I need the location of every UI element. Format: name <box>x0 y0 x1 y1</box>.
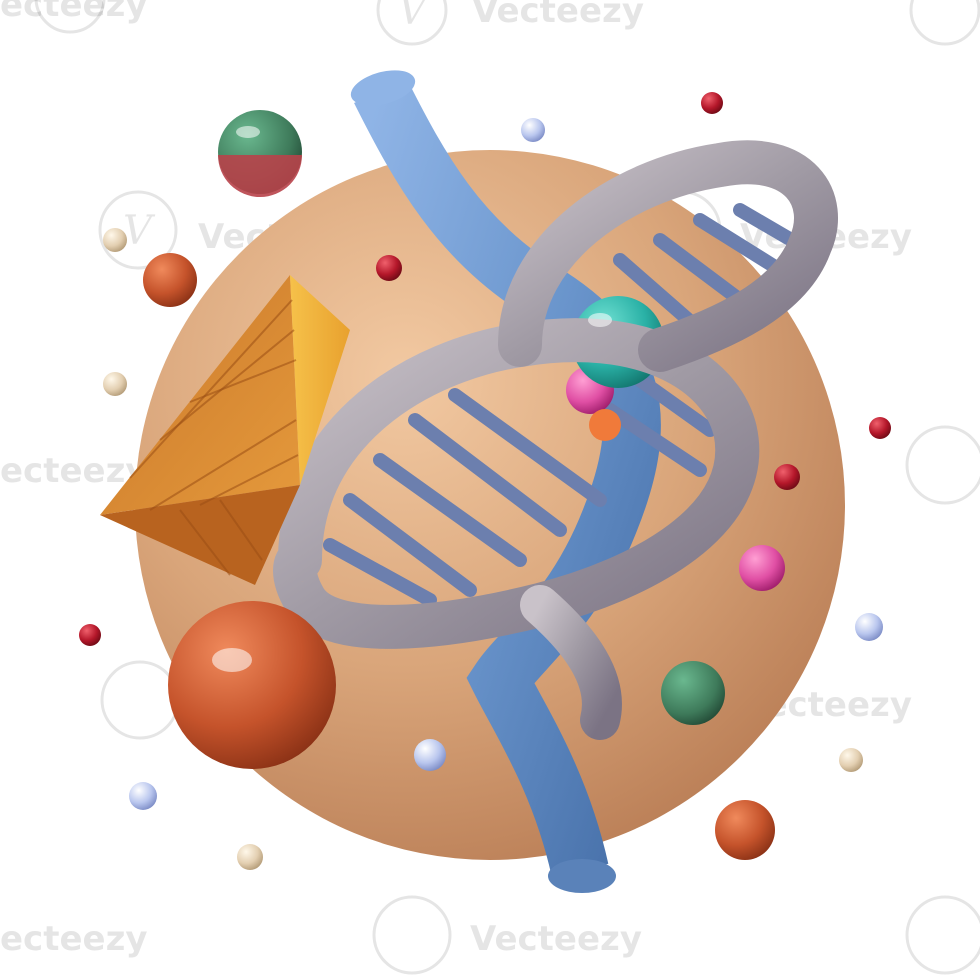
dot-blue <box>414 739 446 771</box>
watermark-top: ecteezy V Vecteezy <box>0 0 980 46</box>
dot-blue <box>855 613 883 641</box>
sphere-green-right <box>661 661 725 725</box>
dot-red <box>79 624 101 646</box>
dot-blue <box>521 118 545 142</box>
dot-beige <box>103 372 127 396</box>
watermark-row-5: ecteezy Vecteezy <box>0 895 980 975</box>
watermark-text: ecteezy <box>0 919 148 959</box>
dot-red <box>774 464 800 490</box>
sphere-pink-right <box>739 545 785 591</box>
watermark-glyph: V <box>123 208 156 254</box>
dna-backbone-gray-upper <box>498 140 838 372</box>
dna-backbone-gray-lower <box>520 585 622 740</box>
dot-blue <box>129 782 157 810</box>
dot-beige <box>103 228 127 252</box>
dots <box>79 92 891 870</box>
dna-rungs <box>323 203 807 607</box>
sphere-green-top <box>218 110 302 197</box>
watermark-text: Vecteezy <box>472 0 644 31</box>
highlights <box>212 126 612 672</box>
dot-beige <box>237 844 263 870</box>
watermark-text: ecteezy <box>0 451 148 491</box>
pyramid <box>100 275 350 585</box>
sphere-orange-left <box>143 253 197 307</box>
dot-red <box>701 92 723 114</box>
sphere-orange-glow <box>589 409 621 441</box>
sphere-orange-large <box>168 601 336 769</box>
dot-red <box>376 255 402 281</box>
dot-red <box>869 417 891 439</box>
dna-backbone-blue <box>354 77 661 877</box>
backbone-end-top <box>350 70 416 106</box>
backbone-end-bottom <box>548 859 616 893</box>
sphere-orange-bottom <box>715 800 775 860</box>
watermark-glyph: V <box>398 0 431 34</box>
watermark-text: Vecteezy <box>470 919 642 959</box>
dot-beige <box>839 748 863 772</box>
watermark-text: ecteezy <box>0 0 148 25</box>
dna-backbone-gray <box>273 318 760 649</box>
